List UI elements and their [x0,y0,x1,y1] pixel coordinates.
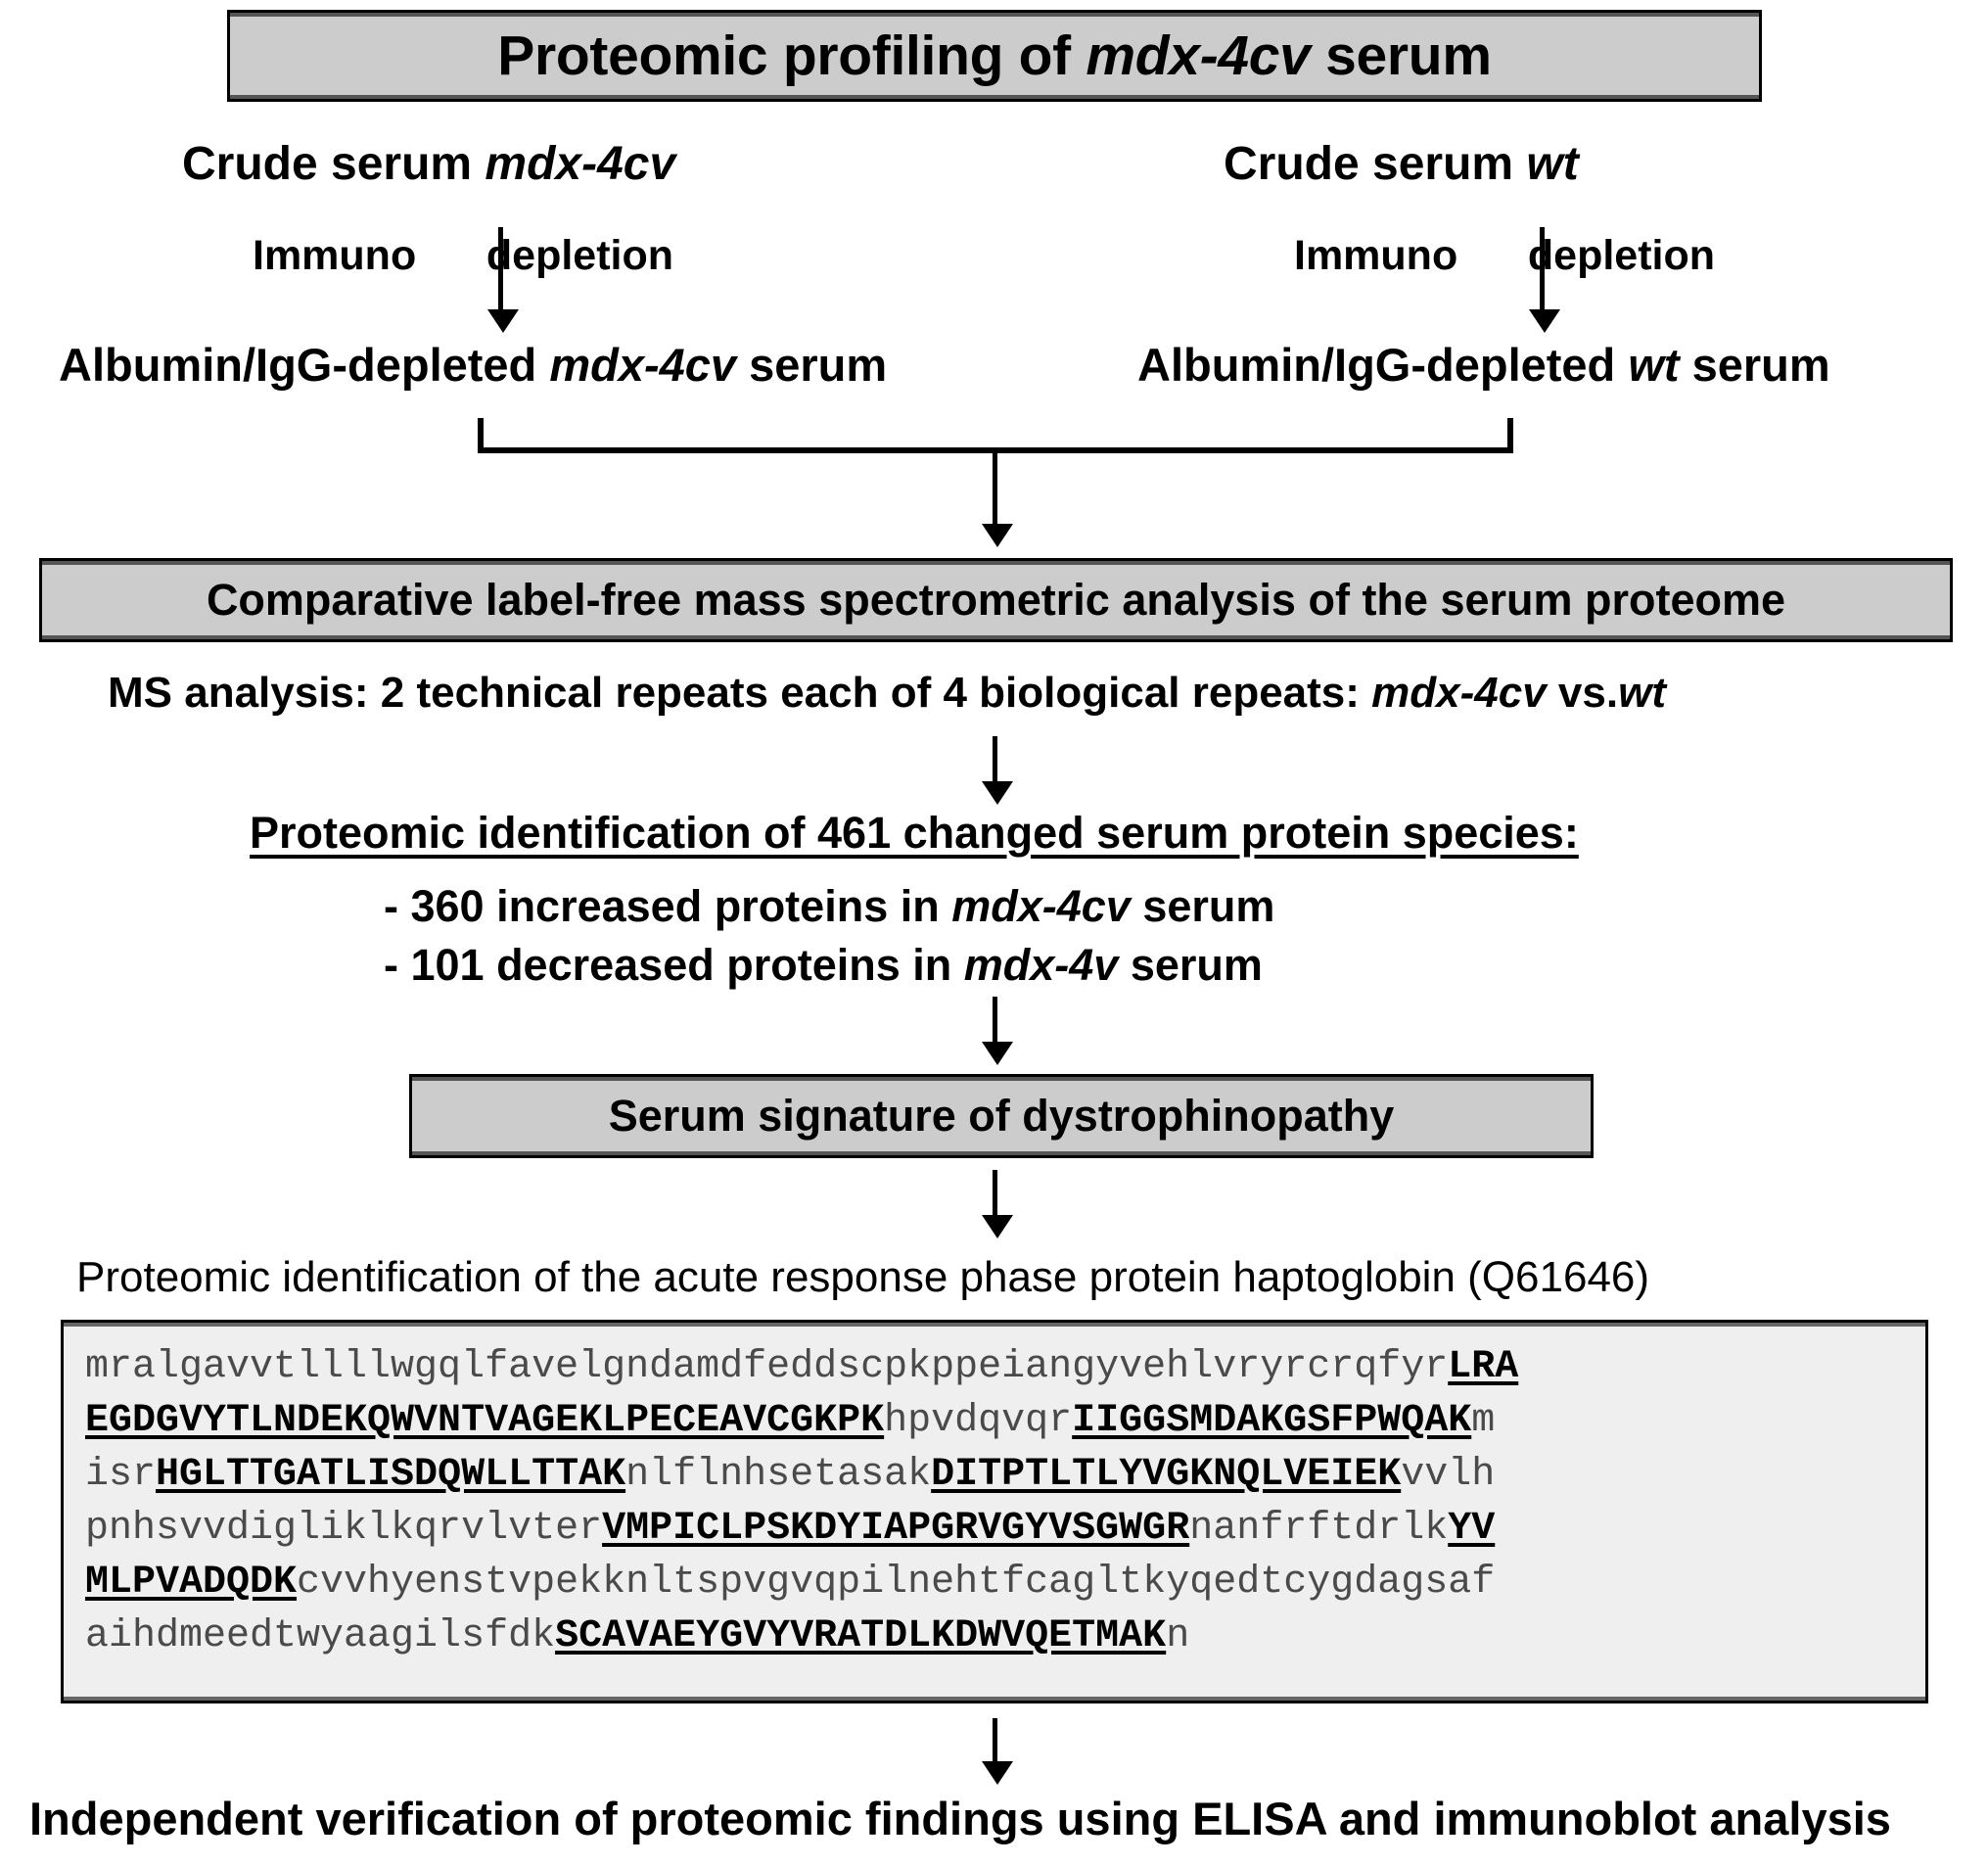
left-branch-source-label: Crude serum mdx-4cv [182,138,676,190]
identified-peptide: DITPTLTLYVGKNQLVEIEK [931,1453,1402,1497]
verification-label: Independent verification of proteomic fi… [29,1793,1891,1844]
sequence-line: MLPVADQDKcvvhyenstvpekknltspvgvqpilnehtf… [85,1556,1904,1609]
sequence-line: isrHGLTTGATLISDQWLLTTAKnlflnhsetasakDITP… [85,1448,1904,1502]
left-branch-step-label: Immuno depletion [253,232,674,279]
sequence-residues: nlflnhsetasak [625,1453,932,1497]
identified-peptide: IIGGSMDAKGSFPWQAK [1072,1399,1472,1443]
sequence-line: EGDGVYTLNDEKQWVNTVAGEKLPECEAVCGKPKhpvdqv… [85,1394,1904,1448]
protein-sequence-box: mralgavvtllllwgqlfavelgndamdfeddscpkppei… [61,1320,1928,1703]
sequence-line: aihdmeedtwyaagilsfdkSCAVAEYGVYVRATDLKDWV… [85,1609,1904,1663]
identified-peptide: HGLTTGATLISDQWLLTTAK [156,1453,626,1497]
sequence-line: mralgavvtllllwgqlfavelgndamdfeddscpkppei… [85,1340,1904,1394]
page-title: Proteomic profiling of mdx-4cv serum [497,24,1492,87]
identified-peptide: YV [1448,1507,1496,1551]
right-branch-source-label: Crude serum wt [1224,138,1579,190]
identification-heading: Proteomic identification of 461 changed … [250,808,1579,858]
ms-to-identification-arrow-icon [982,736,1013,805]
serum-signature-box: Serum signature of dystrophinopathy [409,1074,1594,1158]
sequence-line: pnhsvvdigliklkqrvlvterVMPICLPSKDYIAPGRVG… [85,1502,1904,1556]
identified-peptide: SCAVAEYGVYVRATDLKDWVQETMAK [555,1614,1167,1658]
sequence-residues: cvvhyenstvpekknltspvgvqpilnehtfcagltkyqe… [297,1561,1496,1605]
sequence-residues: mralgavvtllllwgqlfavelgndamdfeddscpkppei… [85,1345,1449,1389]
sequence-residues: isr [85,1453,157,1497]
haptoglobin-identification-label: Proteomic identification of the acute re… [76,1253,1650,1301]
right-branch-arrow-icon [1529,227,1560,333]
identified-peptide: LRA [1448,1345,1519,1389]
comparative-analysis-label: Comparative label-free mass spectrometri… [206,575,1786,625]
sequence-residues: m [1471,1399,1496,1443]
right-branch-result-label: Albumin/IgG-depleted wt serum [1137,339,1830,391]
left-branch-arrow-icon [487,227,519,333]
sequence-residues: aihdmeedtwyaagilsfdk [85,1614,556,1658]
signature-to-haptoglobin-arrow-icon [982,1170,1013,1238]
diagram-title-box: Proteomic profiling of mdx-4cv serum [227,10,1762,102]
merge-bracket [478,418,1513,453]
right-branch-step-label: Immuno depletion [1294,232,1716,279]
identified-peptide: EGDGVYTLNDEKQWVNTVAGEKLPECEAVCGKPK [85,1399,885,1443]
left-branch-result-label: Albumin/IgG-depleted mdx-4cv serum [59,339,888,391]
sequence-residues: pnhsvvdigliklkqrvlvter [85,1507,603,1551]
merge-arrow-icon [982,453,1013,547]
serum-signature-label: Serum signature of dystrophinopathy [608,1091,1395,1141]
identified-peptide: MLPVADQDK [85,1561,298,1605]
title-italic: mdx-4cv [1086,24,1311,87]
sequence-residues: n [1166,1614,1190,1658]
comparative-analysis-box: Comparative label-free mass spectrometri… [39,558,1953,642]
sequence-residues: vvlh [1401,1453,1496,1497]
sequence-residues: nanfrftdrlk [1189,1507,1449,1551]
ms-analysis-label: MS analysis: 2 technical repeats each of… [108,669,1666,717]
identified-peptide: VMPICLPSKDYIAPGRVGYVSGWGR [602,1507,1190,1551]
identification-item-decreased: - 101 decreased proteins in mdx-4v serum [384,940,1263,990]
identification-to-signature-arrow-icon [982,997,1013,1065]
sequence-to-verification-arrow-icon [982,1718,1013,1785]
identification-item-increased: - 360 increased proteins in mdx-4cv seru… [384,881,1275,931]
sequence-residues: hpvdqvqr [884,1399,1073,1443]
